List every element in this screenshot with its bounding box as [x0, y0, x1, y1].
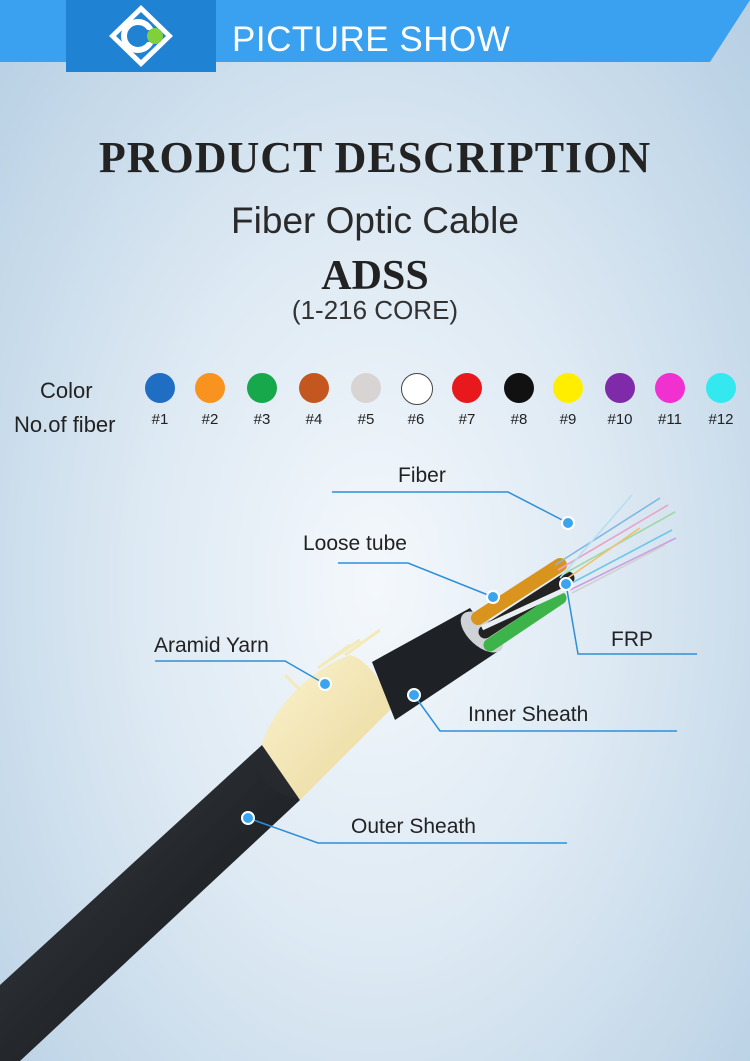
fibers-shape: [554, 494, 677, 594]
fiber-number: #7: [458, 411, 476, 428]
color-swatch: [195, 373, 225, 403]
color-swatch: [706, 373, 736, 403]
fiber-number: #12: [708, 411, 734, 428]
core-range: (1-216 CORE): [291, 295, 459, 325]
fiber-number: #8: [510, 411, 528, 428]
color-swatch: [452, 373, 482, 403]
label-frp: FRP: [611, 628, 653, 651]
callout-lines: [155, 491, 697, 844]
fiber-number: #6: [407, 411, 425, 428]
color-swatch: [247, 373, 277, 403]
header-title: PICTURE SHOW: [232, 20, 511, 59]
fiber-number: #3: [253, 411, 271, 428]
loose-tubes-shape: [471, 558, 577, 652]
aramid-yarn-shape: [262, 628, 395, 800]
header-banner: PICTURE SHOW: [0, 0, 750, 72]
label-outer-sheath: Outer Sheath: [351, 815, 476, 838]
fiber-number: #2: [201, 411, 219, 428]
fiber-number: #5: [357, 411, 375, 428]
fiber-number: #11: [658, 411, 682, 428]
product-model: ADSS: [321, 253, 429, 299]
fiber-number: #9: [559, 411, 577, 428]
color-swatch: [299, 373, 329, 403]
label-fiber: Fiber: [398, 464, 446, 487]
product-name: Fiber Optic Cable: [231, 200, 519, 241]
color-swatch: [553, 373, 583, 403]
fiber-number: #10: [607, 411, 633, 428]
cable-diagram: [0, 491, 697, 1061]
color-swatch: [351, 373, 381, 403]
callout-dots: [241, 516, 575, 825]
fiber-row-label: No.of fiber: [14, 412, 116, 437]
fiber-number: #1: [151, 411, 169, 428]
page-heading: PRODUCT DESCRIPTION: [98, 133, 652, 182]
logo: [66, 0, 216, 72]
outer-sheath-shape: [0, 745, 308, 1061]
color-swatch: [401, 373, 433, 405]
fiber-number: #4: [305, 411, 323, 428]
color-swatch: [605, 373, 635, 403]
color-swatch: [145, 373, 175, 403]
color-row-label: Color: [40, 378, 93, 403]
color-swatch: [655, 373, 685, 403]
label-inner-sheath: Inner Sheath: [468, 703, 589, 726]
label-aramid-yarn: Aramid Yarn: [154, 634, 269, 657]
label-loose-tube: Loose tube: [303, 532, 407, 555]
color-swatch: [504, 373, 534, 403]
logo-icon: [109, 5, 173, 67]
